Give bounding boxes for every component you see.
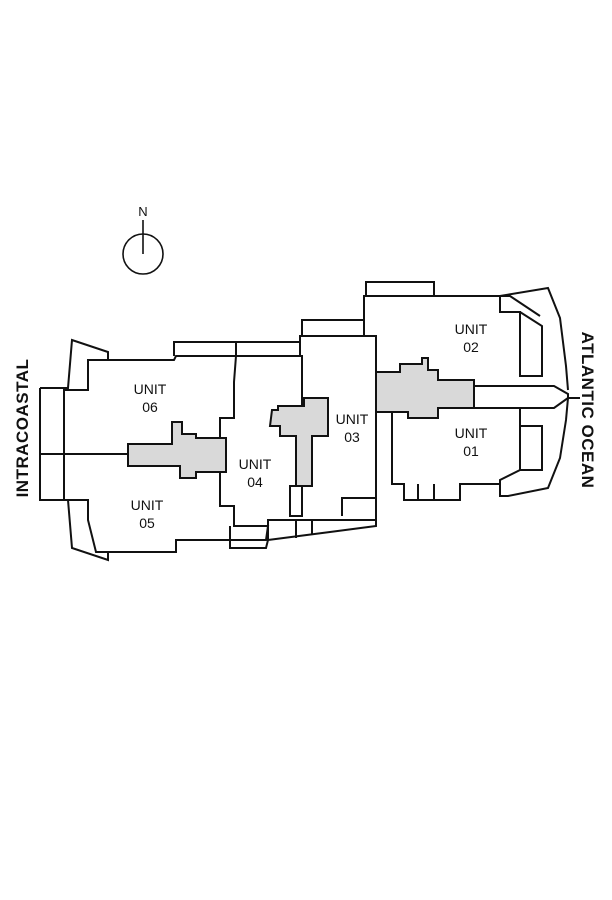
north-arrow-icon: N (122, 204, 164, 275)
svg-text:UNIT: UNIT (131, 497, 164, 513)
svg-text:UNIT: UNIT (134, 381, 167, 397)
west-wing-outline (39, 338, 301, 562)
svg-text:04: 04 (247, 474, 263, 490)
atlantic-ocean-label: ATLANTIC OCEAN (578, 332, 597, 489)
unit-label-06: UNIT 06 (134, 381, 167, 415)
central-block-outline (229, 319, 377, 549)
svg-text:06: 06 (142, 399, 158, 415)
svg-text:01: 01 (463, 443, 479, 459)
svg-text:02: 02 (463, 339, 479, 355)
unit-label-04: UNIT 04 (239, 456, 272, 490)
svg-text:03: 03 (344, 429, 360, 445)
svg-text:UNIT: UNIT (455, 425, 488, 441)
service-cores (127, 357, 475, 487)
core-west (127, 421, 227, 479)
unit-label-02: UNIT 02 (455, 321, 488, 355)
unit-label-01: UNIT 01 (455, 425, 488, 459)
unit-label-03: UNIT 03 (336, 411, 369, 445)
core-east (375, 357, 475, 419)
svg-text:05: 05 (139, 515, 155, 531)
north-label: N (138, 204, 147, 219)
svg-text:UNIT: UNIT (336, 411, 369, 427)
svg-text:UNIT: UNIT (455, 321, 488, 337)
core-center (268, 397, 329, 487)
intracoastal-label: INTRACOASTAL (13, 359, 32, 498)
svg-text:UNIT: UNIT (239, 456, 272, 472)
unit-label-05: UNIT 05 (131, 497, 164, 531)
